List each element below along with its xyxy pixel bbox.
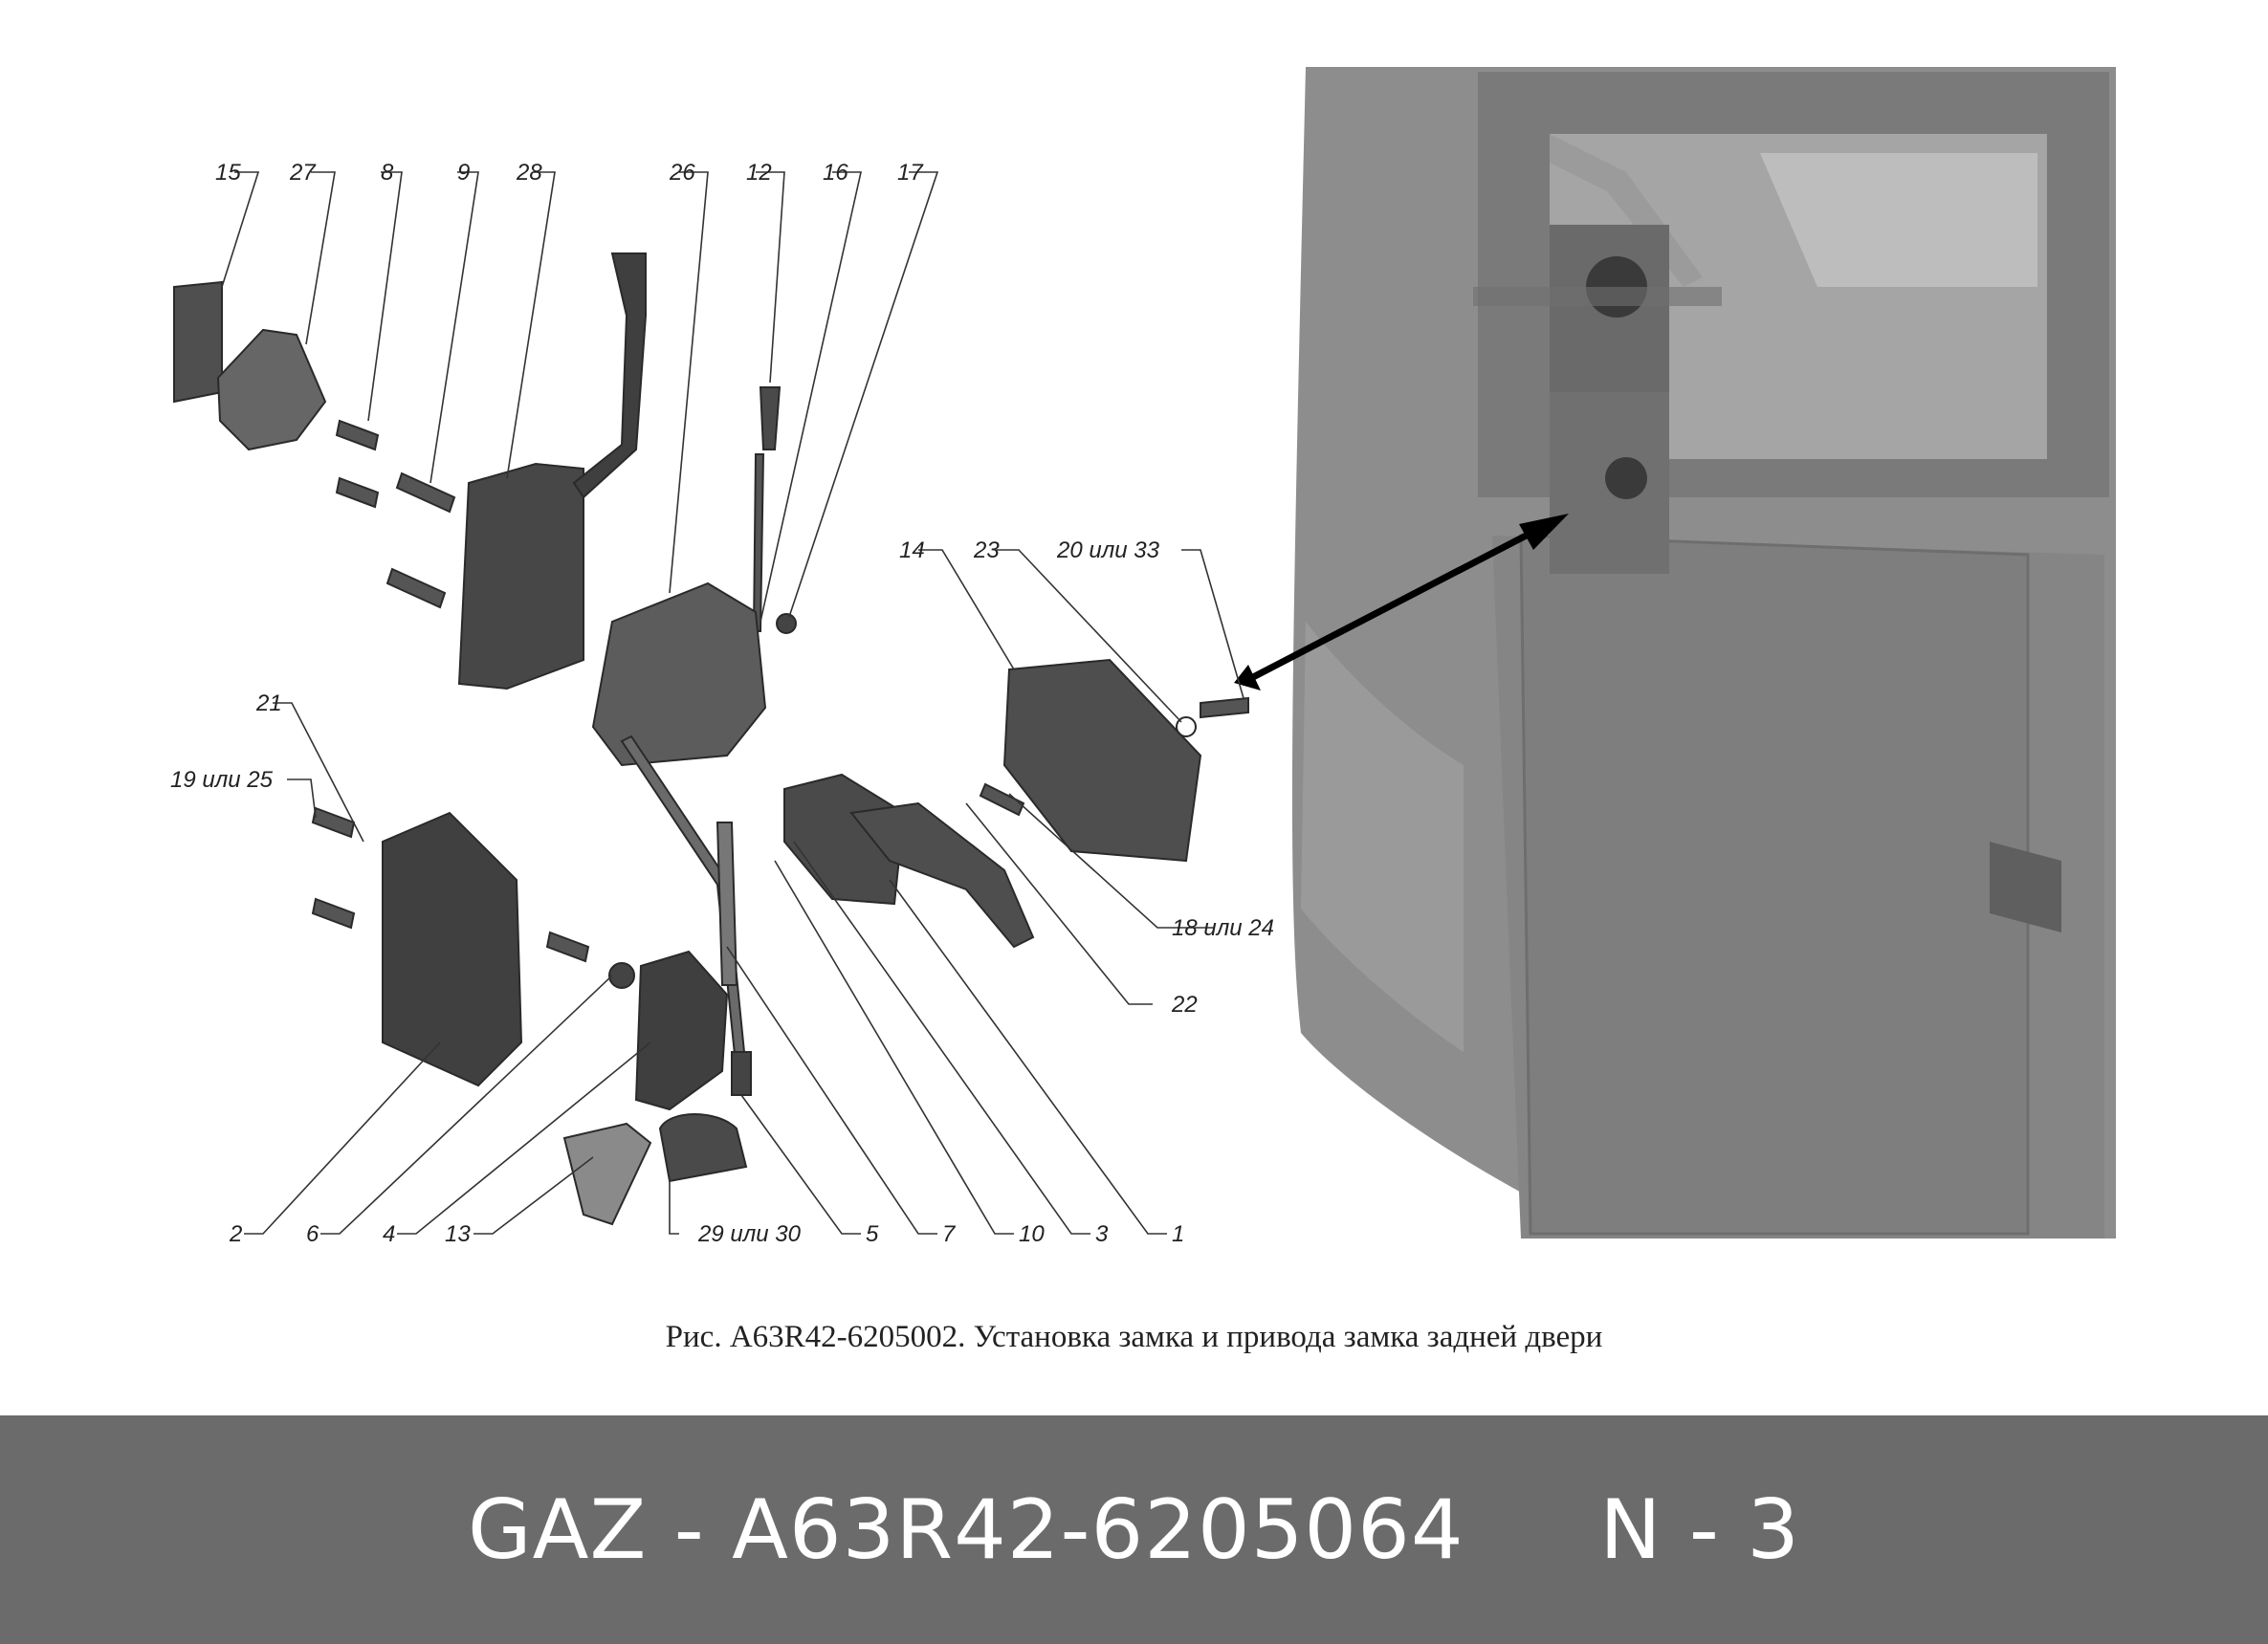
part-23-washer — [1176, 716, 1197, 737]
callout-6: 6 — [306, 1221, 319, 1247]
part-8-bolt — [335, 419, 380, 451]
callout-23: 23 — [973, 537, 1000, 563]
part-number-label: GAZ - A63R42-6205064 N - 3 — [467, 1481, 1801, 1578]
callout-4: 4 — [383, 1221, 395, 1247]
part-15-plate — [173, 280, 223, 404]
callout-18-24: 18 или 24 — [1172, 915, 1274, 941]
part-1-inner-handle — [849, 801, 1035, 949]
part-16-rod — [752, 453, 765, 632]
callout-15: 15 — [215, 160, 241, 186]
callout-10: 10 — [1019, 1221, 1045, 1247]
part-18-screw — [979, 782, 1025, 817]
part-6-washer — [608, 962, 635, 989]
callout-29-30: 29 или 30 — [697, 1221, 802, 1247]
part-28-latch-housing — [457, 462, 584, 690]
callout-19-25: 19 или 25 — [170, 767, 274, 793]
footer-bar: GAZ - A63R42-6205064 N - 3 — [0, 1415, 2268, 1644]
callout-1: 1 — [1172, 1221, 1184, 1247]
callout-26: 26 — [669, 160, 695, 186]
part-13-clip — [562, 1122, 652, 1226]
callout-21: 21 — [255, 690, 282, 716]
part-20-screw — [1200, 696, 1249, 719]
figure-caption: Рис. А63R42-6205002. Установка замка и п… — [665, 1320, 1603, 1354]
callout-22: 22 — [1171, 992, 1198, 1018]
part-5-rod-end — [731, 1051, 752, 1096]
location-arrow — [1234, 514, 1569, 690]
part-19-bolt — [311, 806, 356, 839]
part-9b-bolt — [395, 471, 456, 514]
part-19b-bolt — [311, 897, 356, 930]
exploded-parts-diagram: 15 27 8 9 28 26 12 16 17 14 23 20 или 33… — [170, 67, 2116, 1247]
callout-27: 27 — [289, 160, 317, 186]
callout-28: 28 — [516, 160, 542, 186]
callout-13: 13 — [445, 1221, 471, 1247]
callout-7: 7 — [942, 1221, 957, 1247]
callout-8: 8 — [381, 160, 394, 186]
part-29-cylinder — [658, 1113, 748, 1183]
callout-5: 5 — [866, 1221, 879, 1247]
part-bolt-lower — [385, 567, 447, 609]
callout-14: 14 — [899, 537, 925, 563]
part-6-screw — [545, 931, 590, 963]
leader-lines — [221, 171, 1244, 1235]
part-17-nut — [776, 613, 797, 634]
rear-door-illustration — [1291, 67, 2116, 1238]
part-26-lock-mechanism — [591, 581, 767, 767]
callout-17: 17 — [897, 160, 924, 186]
callout-20-33: 20 или 33 — [1056, 537, 1160, 563]
part-4-striker — [634, 950, 729, 1111]
callout-labels: 15 27 8 9 28 26 12 16 17 14 23 20 или 33… — [170, 160, 1274, 1247]
callout-3: 3 — [1095, 1221, 1109, 1247]
part-connector-cable — [572, 252, 647, 499]
part-14-handle-cup — [1002, 658, 1202, 863]
callout-12: 12 — [746, 160, 772, 186]
part-7-spring — [716, 822, 738, 986]
part-12-pin — [759, 386, 782, 450]
callout-2: 2 — [229, 1221, 242, 1247]
callout-9: 9 — [457, 160, 470, 186]
part-27-hinge-bracket — [216, 328, 327, 451]
part-9-bolt — [335, 476, 380, 509]
part-2-hinge — [382, 811, 523, 1087]
callout-16: 16 — [823, 160, 848, 186]
